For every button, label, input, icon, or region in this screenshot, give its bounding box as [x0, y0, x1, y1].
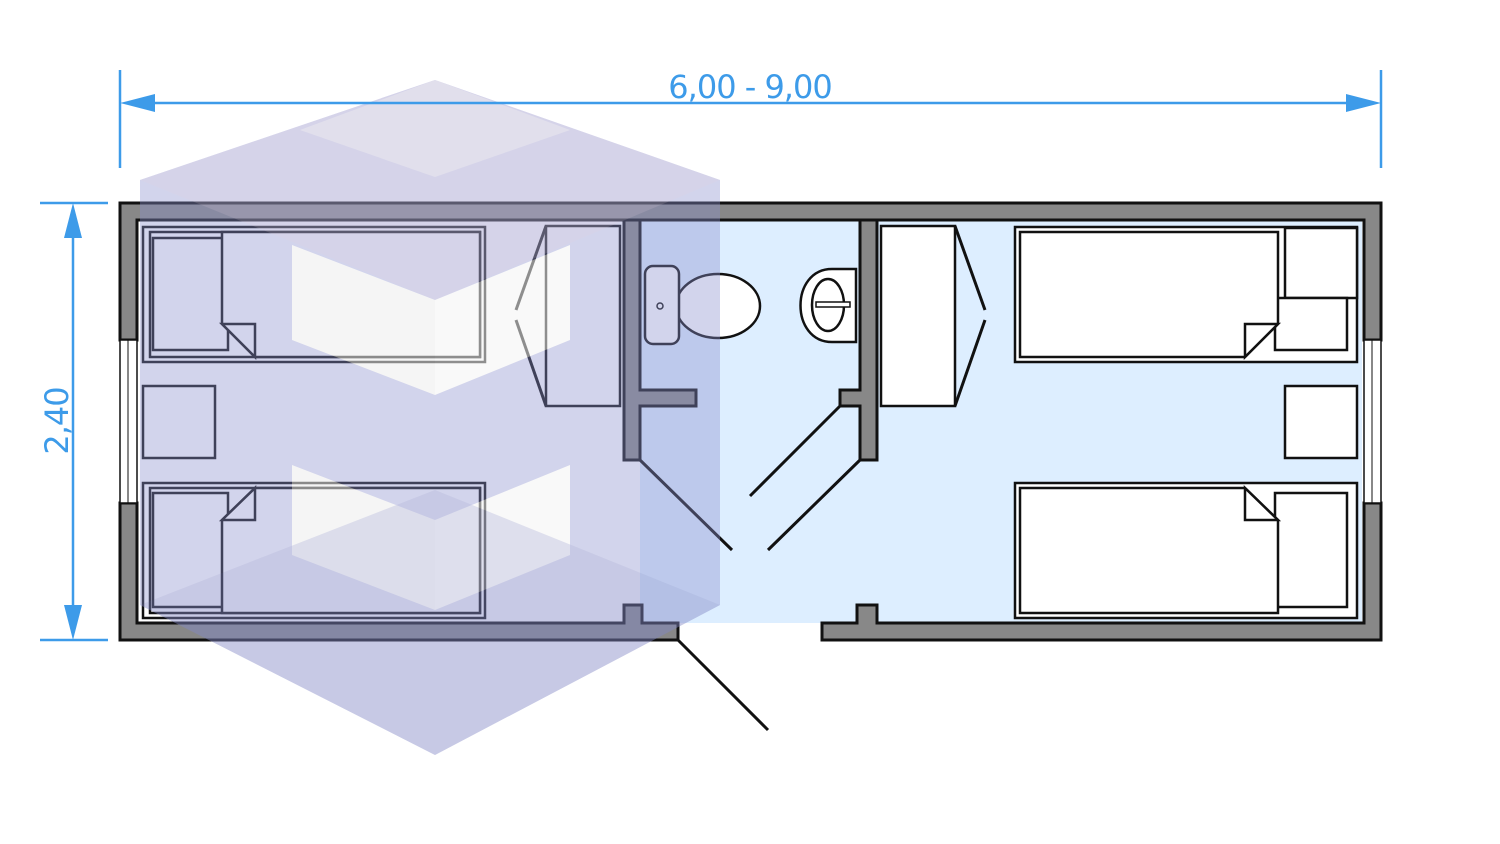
arrow-left-icon [120, 94, 155, 112]
toilet [643, 264, 762, 346]
bed-right-bottom [1013, 481, 1359, 620]
container-3d-overlay [140, 80, 720, 755]
dimension-width: 2,40 [38, 201, 108, 642]
interior-wall-right [838, 218, 879, 462]
dimension-length: 6,00 - 9,00 [118, 68, 1383, 168]
width-label: 2,40 [38, 387, 76, 454]
doors [638, 404, 862, 732]
length-label: 6,00 - 9,00 [668, 68, 831, 106]
nightstand-left [141, 384, 217, 460]
arrow-right-icon [1346, 94, 1381, 112]
washbasin [799, 267, 858, 344]
bed-right-top [1013, 225, 1359, 364]
interior-wall-left [622, 218, 698, 462]
nightstand-right [1283, 384, 1359, 460]
window-left [119, 339, 138, 504]
arrow-up-icon [64, 203, 82, 238]
arrow-down-icon [64, 605, 82, 640]
window-right [1363, 339, 1382, 504]
wardrobe-right [879, 224, 987, 408]
